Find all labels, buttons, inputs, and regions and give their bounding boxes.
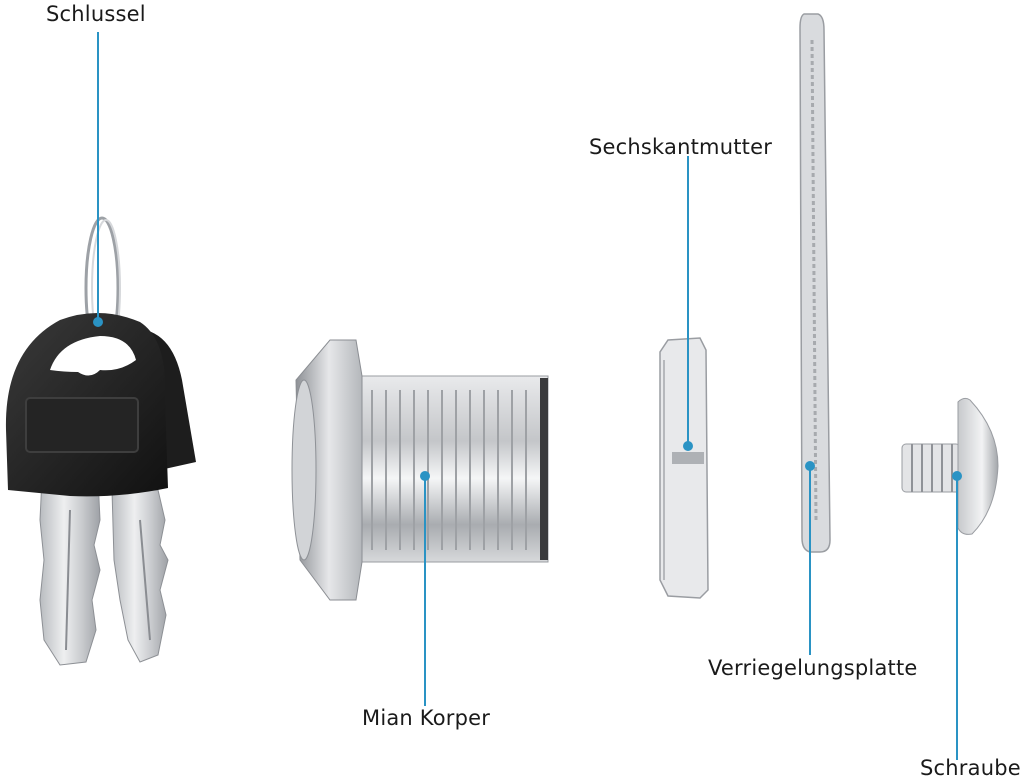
callout-body bbox=[420, 471, 430, 706]
key-illustration bbox=[5, 216, 196, 666]
callout-screw bbox=[952, 471, 962, 760]
label-nut: Sechskantmutter bbox=[589, 135, 773, 159]
locking-plate-illustration bbox=[799, 13, 831, 553]
lock-body-illustration bbox=[291, 339, 549, 601]
callout-key bbox=[93, 32, 103, 327]
label-body: Mian Korper bbox=[362, 706, 491, 730]
label-plate: Verriegelungsplatte bbox=[708, 656, 918, 680]
label-key: Schlussel bbox=[46, 2, 146, 26]
screw-illustration bbox=[901, 397, 999, 535]
hex-nut-illustration bbox=[659, 337, 709, 599]
callout-plate bbox=[805, 461, 815, 655]
label-screw: Schraube bbox=[920, 756, 1021, 780]
callout-nut bbox=[683, 156, 693, 451]
